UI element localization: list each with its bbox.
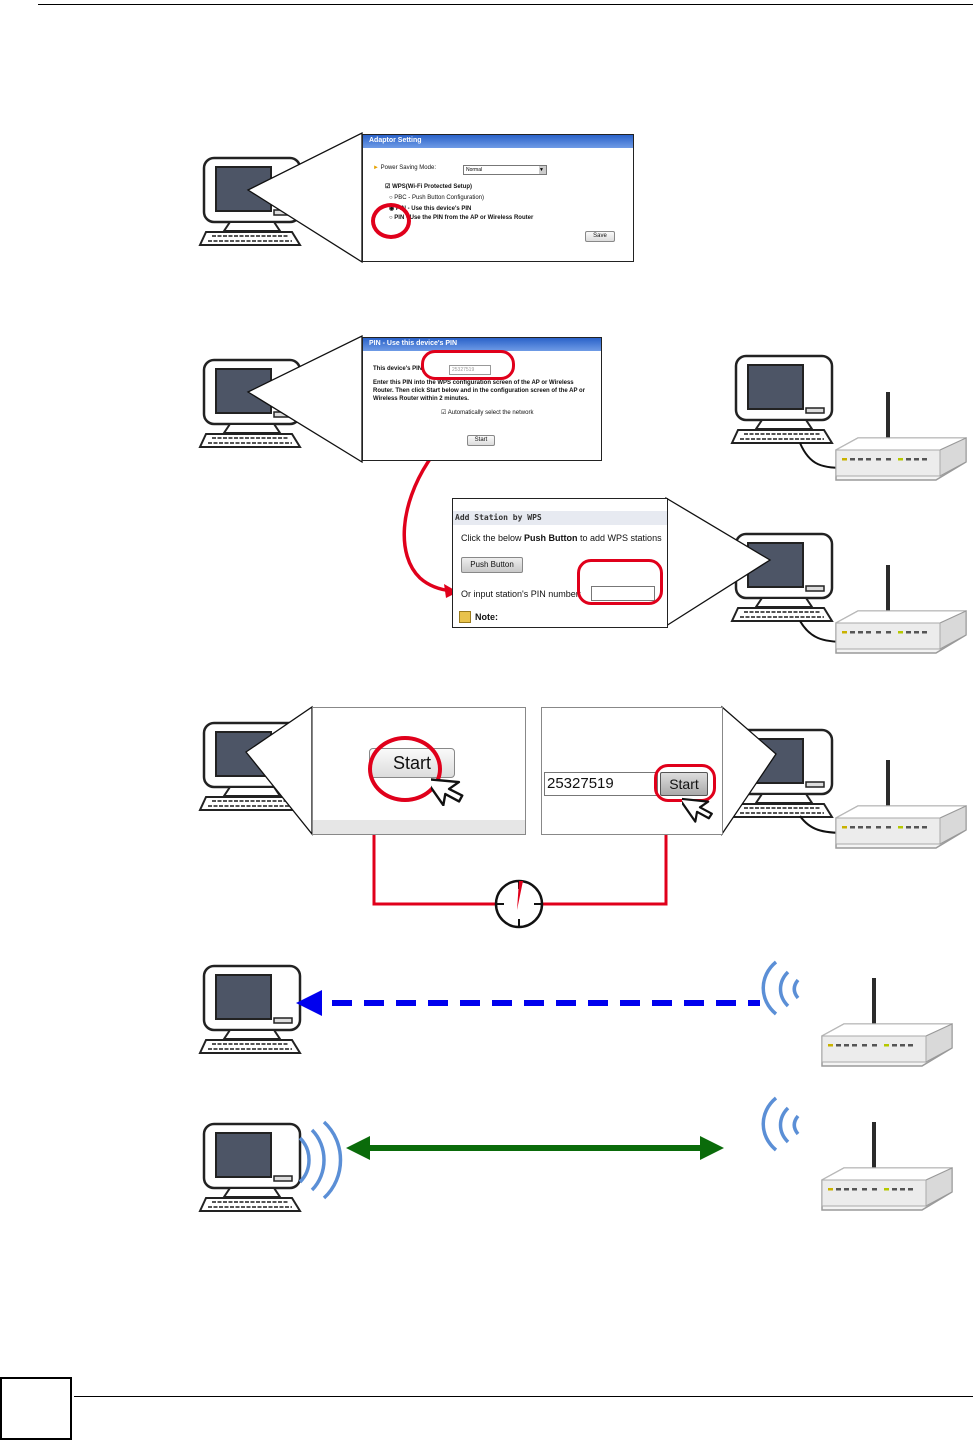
panel-title: PIN - Use this device's PIN (363, 338, 601, 351)
pbc-radio[interactable]: ○ (389, 195, 393, 201)
ap-start-panel: 25327519 Start (541, 707, 723, 835)
router-icon (834, 758, 968, 850)
computer-icon (198, 1122, 302, 1213)
start-button[interactable]: Start (660, 772, 708, 796)
highlight-circle (368, 736, 442, 802)
device-pin-field: 25327519 (449, 365, 491, 375)
push-button-instructions: Click the below Push Button to add WPS s… (461, 533, 662, 543)
pbc-label: PBC - Push Button Configuration) (394, 195, 485, 201)
computer-icon (730, 354, 834, 445)
wireless-signal-icon (761, 960, 800, 1016)
device-pin-panel: PIN - Use this device's PIN This device'… (362, 337, 602, 461)
save-button[interactable]: Save (585, 231, 615, 242)
arrow-icon: ► (373, 165, 379, 171)
router-icon (834, 563, 968, 655)
power-saving-label: Power Saving Mode: (380, 165, 436, 171)
client-start-panel: Start (312, 707, 526, 835)
highlight-circle (421, 350, 515, 380)
adaptor-setting-panel: Adaptor Setting ► Power Saving Mode: Nor… (362, 134, 634, 262)
mouse-cursor-icon (682, 797, 713, 823)
pin-input-label: Or input station's PIN number: (461, 589, 582, 599)
router-icon (820, 1120, 954, 1212)
header-rule (38, 4, 973, 5)
pin-instructions: Enter this PIN into the WPS configuratio… (373, 380, 586, 402)
note-label: Note: (475, 612, 498, 622)
mouse-cursor-icon (431, 777, 464, 806)
page-number-box (0, 1377, 72, 1440)
wireless-signal-icon (761, 1096, 800, 1152)
panel-title: Add Station by WPS (453, 511, 667, 525)
note-icon (459, 611, 471, 623)
pin-device-label: PIN - Use this device's PIN (395, 206, 472, 212)
highlight-circle (577, 559, 663, 605)
ap-pin-field[interactable]: 25327519 (544, 772, 658, 796)
power-saving-select[interactable]: Normal ▼ (463, 165, 547, 175)
wireless-signal-icon (298, 1120, 343, 1200)
zoom-callout (665, 496, 772, 628)
router-icon (820, 976, 954, 1068)
start-button[interactable]: Start (467, 435, 495, 446)
pin-ap-label: PIN - Use the PIN from the AP or Wireles… (394, 215, 534, 221)
footer-rule (74, 1396, 973, 1397)
device-pin-label: This device's PIN (373, 366, 423, 372)
push-button[interactable]: Push Button (461, 557, 523, 573)
computer-icon (198, 964, 302, 1055)
router-icon (834, 390, 968, 482)
chevron-down-icon[interactable]: ▼ (539, 166, 546, 174)
wps-checkbox[interactable]: ☑ (385, 184, 391, 190)
add-station-panel: Add Station by WPS Click the below Push … (452, 498, 668, 628)
wps-label: WPS(Wi-Fi Protected Setup) (392, 184, 473, 190)
highlight-circle (371, 203, 411, 239)
auto-select-label: Automatically select the network (447, 410, 534, 416)
panel-title: Adaptor Setting (363, 135, 633, 148)
stopwatch-icon (494, 879, 544, 929)
auto-select-checkbox[interactable]: ☑ (441, 410, 447, 416)
